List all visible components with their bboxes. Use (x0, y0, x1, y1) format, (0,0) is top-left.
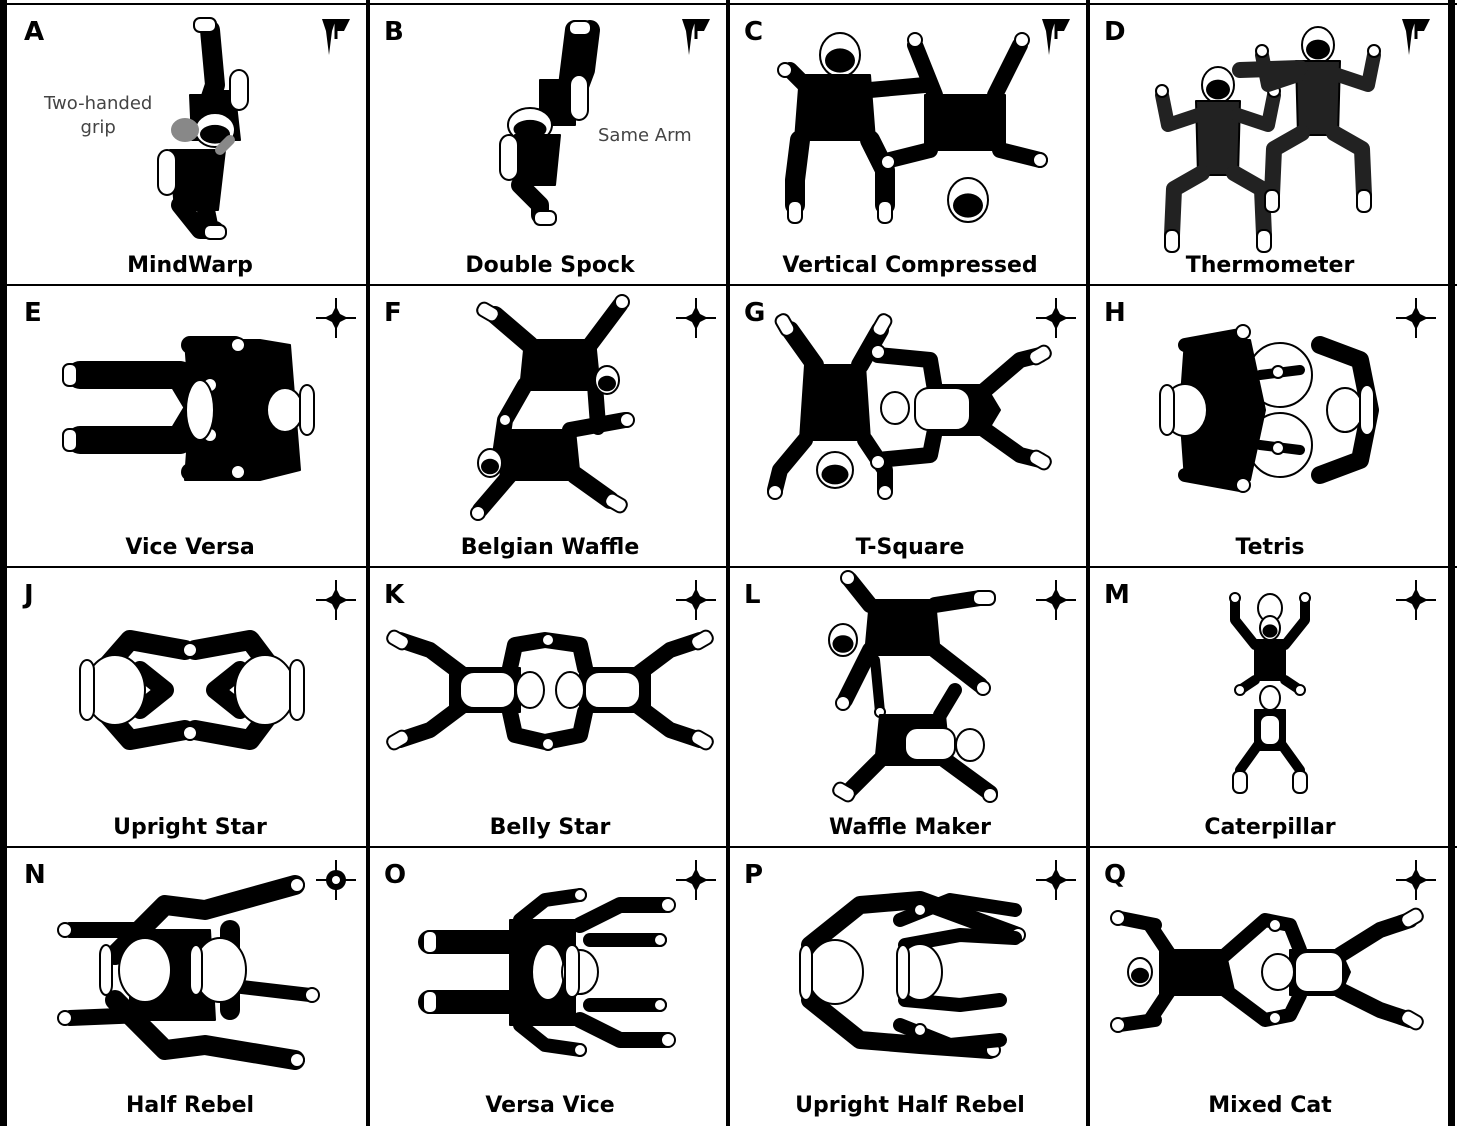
formation-name: Upright Half Rebel (730, 1093, 1090, 1118)
formation-card-n: N Half Rebel (10, 848, 370, 1126)
formation-name: Belgian Waffle (370, 535, 730, 560)
formation-card-m: M Caterpillar (1090, 568, 1450, 848)
crosshair-icon (1394, 296, 1438, 340)
formation-card-k: K Belly Star (370, 568, 730, 848)
formation-card-j: J Upright Star (10, 568, 370, 848)
annotation-line: Same Arm (598, 124, 692, 148)
formation-name: Mixed Cat (1090, 1093, 1450, 1118)
formation-name: Belly Star (370, 815, 730, 840)
formation-card-f: F Belgian Waffle (370, 286, 730, 568)
crosshair-icon (1394, 858, 1438, 902)
formation-name: Caterpillar (1090, 815, 1450, 840)
formation-card-p: P Upright Half Rebel (730, 848, 1090, 1126)
formation-letter: A (24, 19, 44, 45)
formation-letter: D (1104, 19, 1126, 45)
formation-letter: E (24, 300, 42, 326)
formation-name: Half Rebel (10, 1093, 370, 1118)
formation-name: Thermometer (1090, 253, 1450, 278)
crosshair-icon (1034, 296, 1078, 340)
formation-letter: N (24, 862, 46, 888)
formation-name: Vice Versa (10, 535, 370, 560)
crosshair-icon (674, 858, 718, 902)
formation-letter: Q (1104, 862, 1126, 888)
vertical-icon (1034, 15, 1078, 59)
formation-name: Vertical Compressed (730, 253, 1090, 278)
formation-name: Waffle Maker (730, 815, 1090, 840)
crosshair-icon (1034, 858, 1078, 902)
annotation-line: grip (44, 116, 152, 140)
formation-card-o: O Versa Vice (370, 848, 730, 1126)
formation-card-d: D Thermometer (1090, 5, 1450, 286)
vertical-icon (314, 15, 358, 59)
formation-name: T-Square (730, 535, 1090, 560)
formation-name: Double Spock (370, 253, 730, 278)
crosshair-icon (1394, 578, 1438, 622)
formation-card-e: E Vice Versa (10, 286, 370, 568)
crosshair-icon (314, 578, 358, 622)
formation-card-q: Q Mixed Cat (1090, 848, 1450, 1126)
annotation-line: Two-handed (44, 92, 152, 116)
formation-card-g: G T-Square (730, 286, 1090, 568)
formation-letter: G (744, 300, 765, 326)
formation-name: Upright Star (10, 815, 370, 840)
formation-card-h: H Tetris (1090, 286, 1450, 568)
formation-letter: J (24, 582, 34, 608)
crosshair-icon (1034, 578, 1078, 622)
formation-letter: L (744, 582, 761, 608)
formation-letter: O (384, 862, 406, 888)
crosshair-icon (314, 296, 358, 340)
formation-letter: P (744, 862, 763, 888)
formation-letter: M (1104, 582, 1130, 608)
target-icon (314, 858, 358, 902)
formation-card-c: C Vertical Compressed (730, 5, 1090, 286)
vertical-icon (1394, 15, 1438, 59)
formation-name: Versa Vice (370, 1093, 730, 1118)
formation-letter: K (384, 582, 404, 608)
formation-letter: H (1104, 300, 1126, 326)
vertical-icon (674, 15, 718, 59)
formation-letter: F (384, 300, 402, 326)
formation-letter: B (384, 19, 404, 45)
crosshair-icon (674, 578, 718, 622)
formation-card-l: L Waffle Maker (730, 568, 1090, 848)
formation-letter: C (744, 19, 763, 45)
formation-card-a: A MindWarp (10, 5, 370, 286)
formation-annotation: Same Arm (598, 124, 692, 148)
formation-name: Tetris (1090, 535, 1450, 560)
formation-name: MindWarp (10, 253, 370, 278)
crosshair-icon (674, 296, 718, 340)
